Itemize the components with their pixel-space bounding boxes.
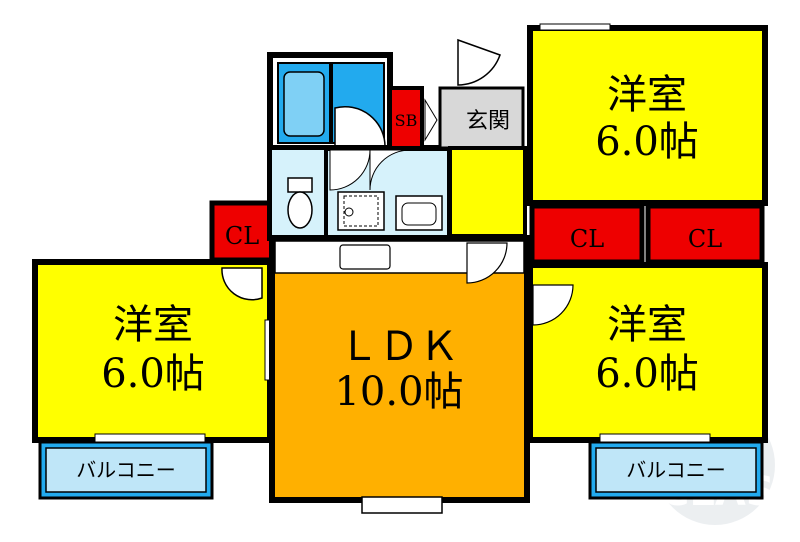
shoe-box xyxy=(388,86,424,150)
western-room-top-right xyxy=(527,25,768,206)
western-room-left-name: 洋室 xyxy=(113,302,193,348)
sink-icon xyxy=(395,195,443,231)
washing-machine-icon xyxy=(337,191,385,231)
toilet-icon xyxy=(287,177,313,229)
shoe-box-label: SB xyxy=(395,111,418,130)
balcony-left-label: バルコニー xyxy=(76,458,176,482)
balcony-right-label: バルコニー xyxy=(626,458,726,482)
western-room-top-right-name: 洋室 xyxy=(607,72,687,118)
western-room-left-size: 6.0帖 xyxy=(101,351,205,397)
ldk-size: 10.0帖 xyxy=(334,369,463,415)
western-room-right-size: 6.0帖 xyxy=(595,351,699,397)
ldk-name: ＬＤＫ xyxy=(339,324,459,370)
western-room-right-name: 洋室 xyxy=(607,302,687,348)
closet-right-a-label: CL xyxy=(570,225,604,253)
closet-right-b-label: CL xyxy=(688,225,722,253)
closet-left-label: CL xyxy=(225,222,259,250)
closet-right-b xyxy=(645,203,765,265)
western-room-top-right-size: 6.0帖 xyxy=(595,119,699,165)
ldk-room xyxy=(269,235,530,503)
entrance-label: 玄関 xyxy=(466,109,510,134)
closet-left xyxy=(209,200,275,263)
entrance xyxy=(438,86,525,150)
hallway xyxy=(448,146,527,238)
closet-right-a xyxy=(529,203,645,265)
